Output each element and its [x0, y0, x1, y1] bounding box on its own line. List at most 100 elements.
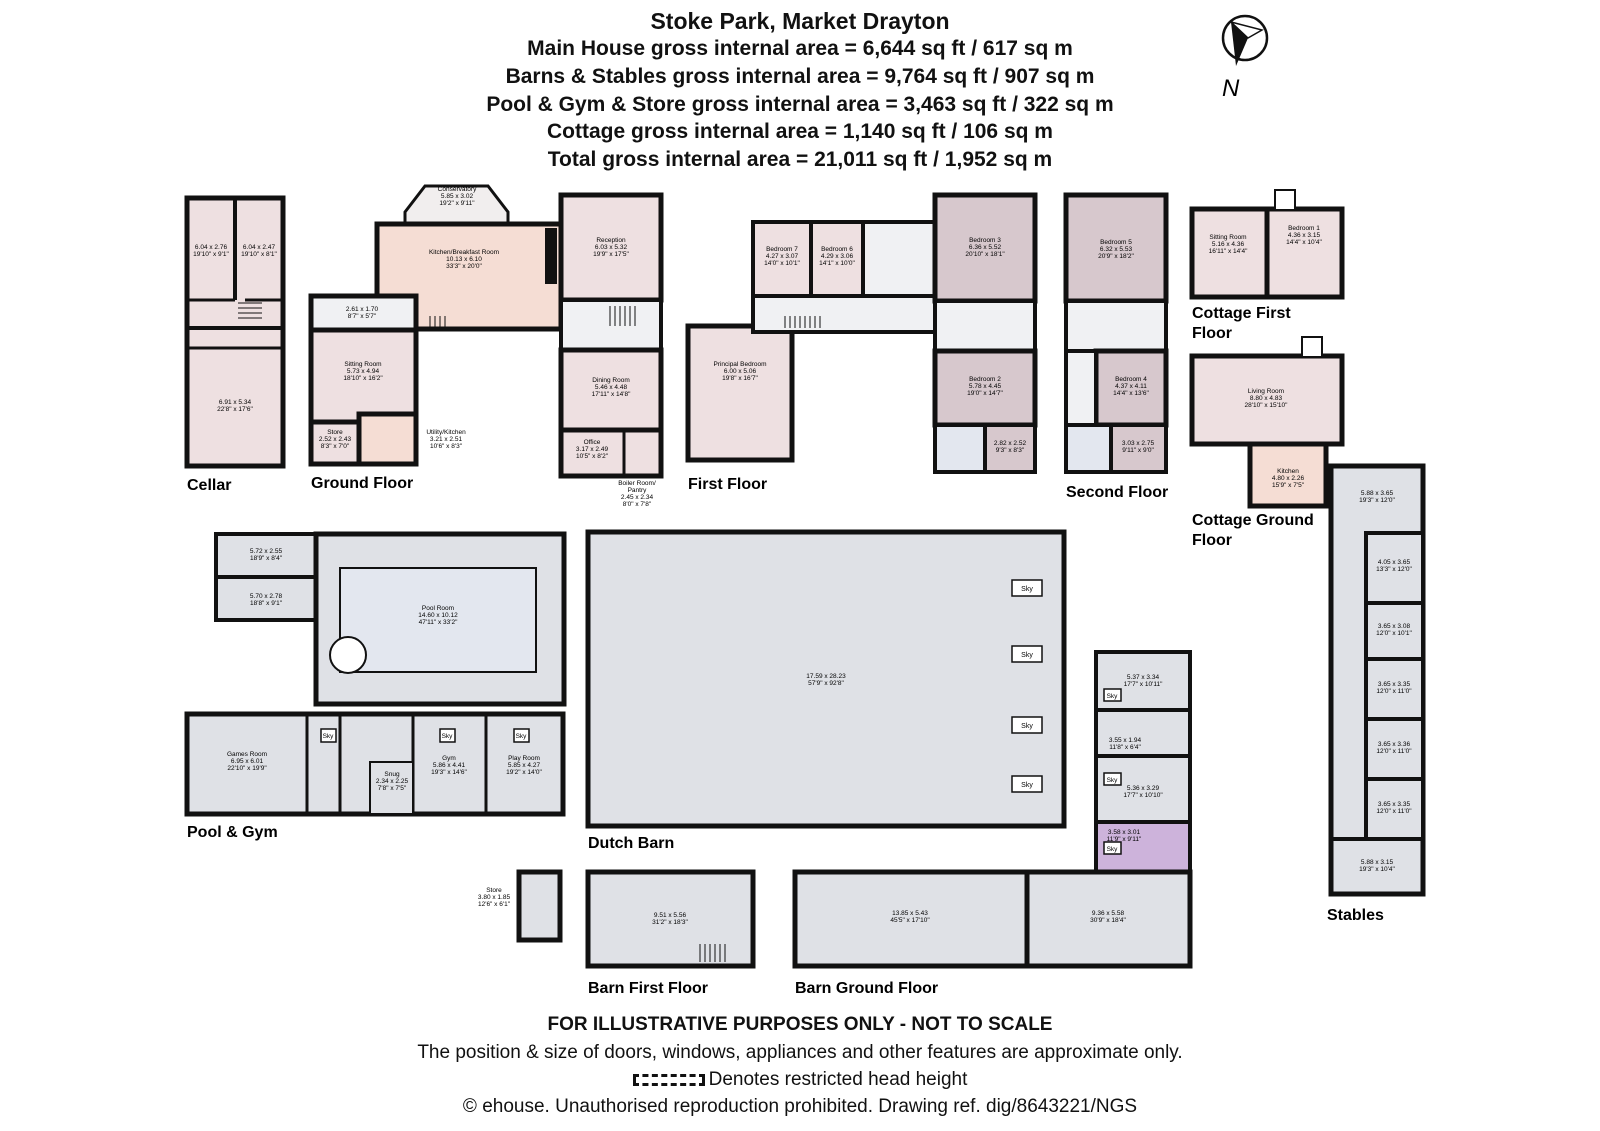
room-label: Sitting Room	[1209, 234, 1246, 241]
room-label: 13.85 x 5.43	[892, 910, 928, 917]
cottage-plan: Sitting Room 5.16 x 4.36 16'11" x 14'4" …	[1189, 189, 1345, 509]
room-label: 57'9" x 92'8"	[808, 680, 844, 687]
room-label: Dining Room	[592, 377, 630, 384]
room-label: 19'2" x 9'11"	[439, 200, 475, 207]
room-label: Bedroom 2	[969, 376, 1001, 383]
section-label-cottage-ground-2: Floor	[1192, 532, 1232, 549]
room-label: Play Room	[508, 755, 540, 762]
room-label: 5.46 x 4.48	[595, 384, 628, 391]
room-label: 2.82 x 2.52	[994, 440, 1027, 447]
room-label: 5.86 x 4.41	[433, 762, 466, 769]
room-label: 6.91 x 5.34	[219, 399, 252, 406]
room-label: 17'7" x 10'10"	[1123, 792, 1163, 799]
room-label: 3.17 x 2.49	[576, 446, 609, 453]
cottage-living-outline	[1189, 353, 1345, 447]
room-label: 2.52 x 2.43	[319, 436, 352, 443]
room-label: Store	[486, 887, 502, 894]
room-label: 5.78 x 4.45	[969, 383, 1002, 390]
room-label: Games Room	[227, 751, 267, 758]
room-label: 6.00 x 5.06	[724, 368, 757, 375]
room-label: 6.04 x 2.76	[195, 244, 228, 251]
room-label: 8'7" x 5'7"	[348, 313, 377, 320]
section-label-cottage-ground: Cottage Ground	[1192, 512, 1314, 529]
area-cottage: Cottage gross internal area = 1,140 sq f…	[547, 120, 1053, 143]
room-label: Living Room	[1248, 388, 1284, 395]
svg-text:Sky: Sky	[1107, 846, 1119, 853]
room-label: 3.03 x 2.75	[1122, 440, 1155, 447]
room-label: Bedroom 7	[766, 246, 798, 253]
room-label: 19'3" x 14'6"	[431, 769, 467, 776]
room-label: 7'8" x 7'5"	[378, 785, 407, 792]
skylight-icon: Sky	[439, 728, 456, 743]
room-label: 19'3" x 12'0"	[1359, 497, 1395, 504]
room-label: 5.37 x 3.34	[1127, 674, 1160, 681]
barn-units-plan: 5.37 x 3.34 17'7" x 10'11" 3.55 x 1.94 1…	[1094, 650, 1192, 876]
disclaimer: FOR ILLUSTRATIVE PURPOSES ONLY - NOT TO …	[547, 1014, 1053, 1035]
room-label: 3.21 x 2.51	[430, 436, 463, 443]
area-barns-stables: Barns & Stables gross internal area = 9,…	[505, 65, 1095, 88]
room-label: 3.65 x 3.35	[1378, 801, 1411, 808]
room-label: 4.36 x 3.15	[1288, 232, 1321, 239]
first-floor-plan: Bedroom 7 4.27 x 3.07 14'0" x 10'1" Bedr…	[685, 192, 1038, 474]
room-label: 2.34 x 2.25	[376, 778, 409, 785]
copyright: © ehouse. Unauthorised reproduction proh…	[462, 1096, 1138, 1117]
skylight-icon: Sky	[1103, 688, 1122, 702]
room-label: 3.65 x 3.35	[1378, 681, 1411, 688]
room-label: 14'4" x 13'6"	[1113, 390, 1149, 397]
room-label: 14'4" x 10'4"	[1286, 239, 1322, 246]
room-label: 3.65 x 3.36	[1378, 741, 1411, 748]
room-label: 12'0" x 11'0"	[1376, 808, 1412, 815]
room-label: Snug	[384, 771, 400, 778]
room-label: 9.36 x 5.58	[1092, 910, 1125, 917]
room-label: 9.51 x 5.56	[654, 912, 687, 919]
room-label: Pool Room	[422, 605, 454, 612]
section-label-barn-first: Barn First Floor	[588, 980, 708, 997]
svg-text:Sky: Sky	[1021, 652, 1033, 659]
room-label: Office	[584, 439, 601, 446]
section-label-pool-gym: Pool & Gym	[187, 824, 278, 841]
room-label: 5.72 x 2.55	[250, 548, 283, 555]
room-label: 13'3" x 12'0"	[1376, 566, 1412, 573]
room-label: 9'11" x 9'0"	[1122, 447, 1154, 454]
room-label: 17'11" x 14'8"	[592, 391, 631, 398]
room-label: 6.03 x 5.32	[595, 244, 628, 251]
area-total: Total gross internal area = 21,011 sq ft…	[547, 148, 1053, 171]
room-label: Store	[327, 429, 343, 436]
room-label: 11'8" x 6'4"	[1109, 744, 1141, 751]
room-label: 12'0" x 10'1"	[1376, 630, 1412, 637]
plan-title: Stoke Park, Market Drayton	[650, 8, 950, 34]
room-label: 19'2" x 14'0"	[506, 769, 542, 776]
section-label-first-floor: First Floor	[688, 476, 767, 493]
cellar-plan: 6.04 x 2.76 19'10" x 9'1" 6.04 x 2.47 19…	[184, 195, 286, 469]
section-label-barn-ground: Barn Ground Floor	[795, 980, 938, 997]
room-label: 18'9" x 8'4"	[250, 555, 283, 562]
skylight-icon: Sky	[1011, 579, 1043, 597]
room-label: 5.85 x 4.27	[508, 762, 541, 769]
room-label: 19'8" x 16'7"	[722, 375, 758, 382]
room-label: Kitchen/Breakfast Room	[429, 249, 499, 256]
room-label: 17.59 x 28.23	[806, 673, 846, 680]
room-label: 33'3" x 20'0"	[446, 263, 482, 270]
section-label-cellar: Cellar	[187, 477, 231, 494]
room-label: 22'8" x 17'6"	[217, 406, 253, 413]
section-label-dutch-barn: Dutch Barn	[588, 835, 674, 852]
dutch-barn-plan: 17.59 x 28.23 57'9" x 92'8" Sky Sky Sky …	[585, 529, 1067, 829]
room-label: 3.65 x 3.08	[1378, 623, 1411, 630]
room-label: Bedroom 1	[1288, 225, 1320, 232]
svg-text:Sky: Sky	[1021, 586, 1033, 593]
svg-text:Sky: Sky	[1107, 693, 1119, 700]
room-label: 19'3" x 10'4"	[1359, 866, 1395, 873]
room-label: 6.36 x 5.52	[969, 244, 1002, 251]
north-compass-icon: N	[1221, 14, 1269, 102]
skylight-icon: Sky	[320, 728, 337, 743]
room-label: 10'6" x 8'3"	[430, 443, 463, 450]
section-label-ground-floor: Ground Floor	[311, 475, 413, 492]
room-label: Kitchen	[1277, 468, 1299, 475]
legend: Denotes restricted head height	[0, 1069, 1600, 1091]
room-label: 4.27 x 3.07	[766, 253, 799, 260]
bedroom-3-outline	[932, 192, 1038, 304]
room-label: 31'2" x 18'3"	[652, 919, 688, 926]
room-label: 12'0" x 11'0"	[1376, 748, 1412, 755]
room-label: 3.80 x 1.85	[478, 894, 511, 901]
